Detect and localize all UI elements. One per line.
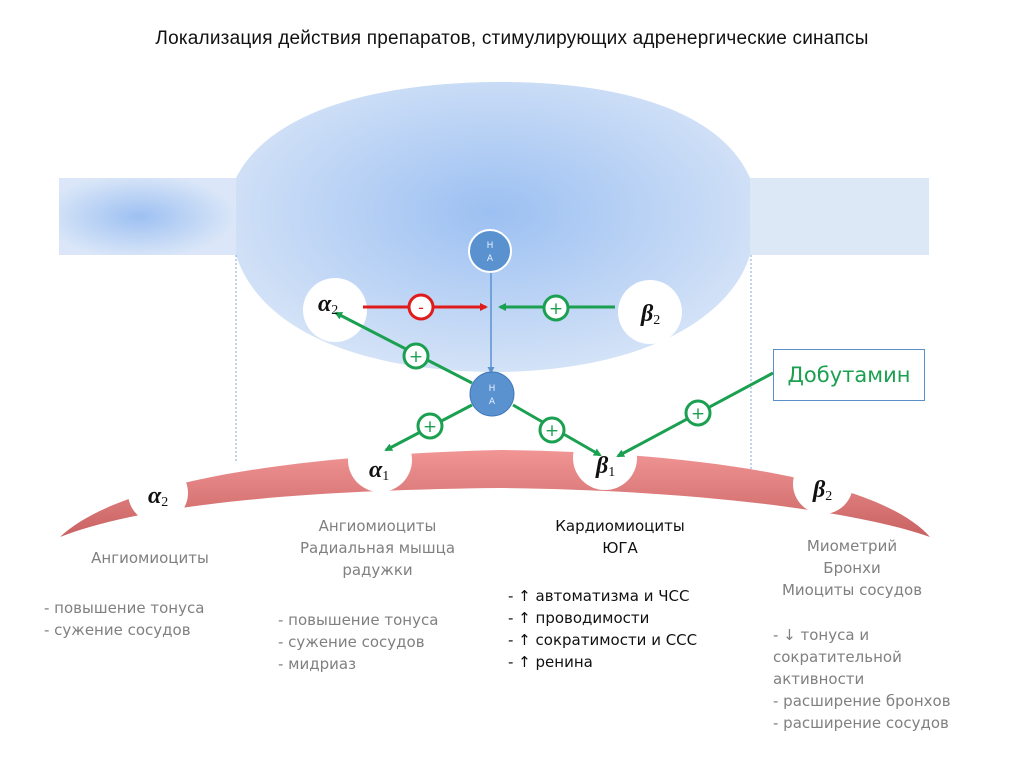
drug-label-dobutamine: Добутамин <box>773 349 925 401</box>
beta2-effects: - ↓ тонуса и сократительной активности -… <box>773 624 951 734</box>
plus-sign: + <box>538 416 566 444</box>
effector-cell-membrane <box>60 450 930 537</box>
receptor-post-beta2: β2 <box>812 477 832 504</box>
drug-name: Добутамин <box>787 363 911 387</box>
tissue-label: Миометрий <box>806 537 898 555</box>
alpha1-tissue: Ангиомиоциты Радиальная мышца радужки <box>270 515 485 581</box>
svg-text:-: - <box>418 298 424 317</box>
svg-text:Н: Н <box>489 384 496 394</box>
mediator-cleft: Н А <box>469 371 515 417</box>
effect-item: сократительной <box>773 648 902 666</box>
svg-text:А: А <box>487 254 494 264</box>
tissue-label: Миоциты сосудов <box>781 581 923 599</box>
tissue-label: Ангиомиоциты <box>91 549 209 567</box>
tissue-label: Бронхи <box>823 559 881 577</box>
effect-item: - ↓ тонуса и <box>773 626 870 644</box>
svg-text:+: + <box>423 417 437 437</box>
pre-alpha2-pocket <box>303 278 367 342</box>
beta1-tissue: Кардиомиоциты ЮГА <box>520 515 720 559</box>
beta1-effects: - ↑ автоматизма и ЧСС - ↑ проводимости -… <box>508 585 697 673</box>
plus-sign: + <box>542 294 570 322</box>
effect-item: - повышение тонуса <box>44 599 205 617</box>
beta2-tissue: Миометрий Бронхи Миоциты сосудов <box>752 535 952 601</box>
plus-sign: + <box>416 412 444 440</box>
svg-text:Н: Н <box>487 241 494 251</box>
postsynaptic-membrane <box>60 426 930 537</box>
receptor-post-alpha2: α2 <box>148 483 168 510</box>
effect-item: - ↑ ренина <box>508 653 593 671</box>
receptor-pre-alpha2: α2 <box>318 291 338 318</box>
receptor-post-alpha1: α1 <box>369 457 389 484</box>
alpha2-tissue: Ангиомиоциты <box>50 547 250 569</box>
receptor-post-beta1: β1 <box>595 453 615 480</box>
tissue-label: Кардиомиоциты <box>555 517 685 535</box>
plus-sign: + <box>402 342 430 370</box>
effect-item: - сужение сосудов <box>44 621 191 639</box>
effect-item: - сужение сосудов <box>278 633 425 651</box>
presynaptic-terminal <box>59 82 929 372</box>
tissue-label: радужки <box>342 561 413 579</box>
effect-item: - расширение бронхов <box>773 692 951 710</box>
tissue-label: Ангиомиоциты <box>318 517 437 535</box>
pre-beta2-pocket <box>618 280 682 344</box>
effect-item: - мидриаз <box>278 655 357 673</box>
tissue-label: ЮГА <box>602 539 638 557</box>
effect-item: - расширение сосудов <box>773 714 949 732</box>
axon-left <box>59 178 237 255</box>
effect-item: - ↑ сократимости и ССС <box>508 631 698 649</box>
effect-item: активности <box>773 670 865 688</box>
alpha1-effects: - повышение тонуса - сужение сосудов - м… <box>278 609 438 675</box>
minus-sign: - <box>407 293 435 321</box>
mediator-vesicle: Н А <box>468 229 512 273</box>
post-beta1-pocket <box>573 426 637 490</box>
axon-right <box>749 178 929 255</box>
svg-text:+: + <box>545 421 559 441</box>
plus-sign: + <box>684 399 712 427</box>
svg-text:+: + <box>691 404 705 424</box>
effect-item: - повышение тонуса <box>278 611 439 629</box>
na-to-pre-alpha2-arrow <box>334 311 473 385</box>
post-beta2-pocket <box>793 454 853 514</box>
svg-text:А: А <box>489 397 496 407</box>
svg-text:+: + <box>549 299 563 319</box>
alpha2-effects: - повышение тонуса - сужение сосудов <box>44 597 204 641</box>
page-title: Локализация действия препаратов, стимули… <box>155 28 869 49</box>
effect-item: - ↑ проводимости <box>508 609 650 627</box>
tissue-label: Радиальная мышца <box>299 539 456 557</box>
post-alpha2-pocket <box>128 463 188 523</box>
receptor-pre-beta2: β2 <box>640 301 660 328</box>
svg-text:+: + <box>409 347 423 367</box>
effect-item: - ↑ автоматизма и ЧСС <box>508 587 690 605</box>
